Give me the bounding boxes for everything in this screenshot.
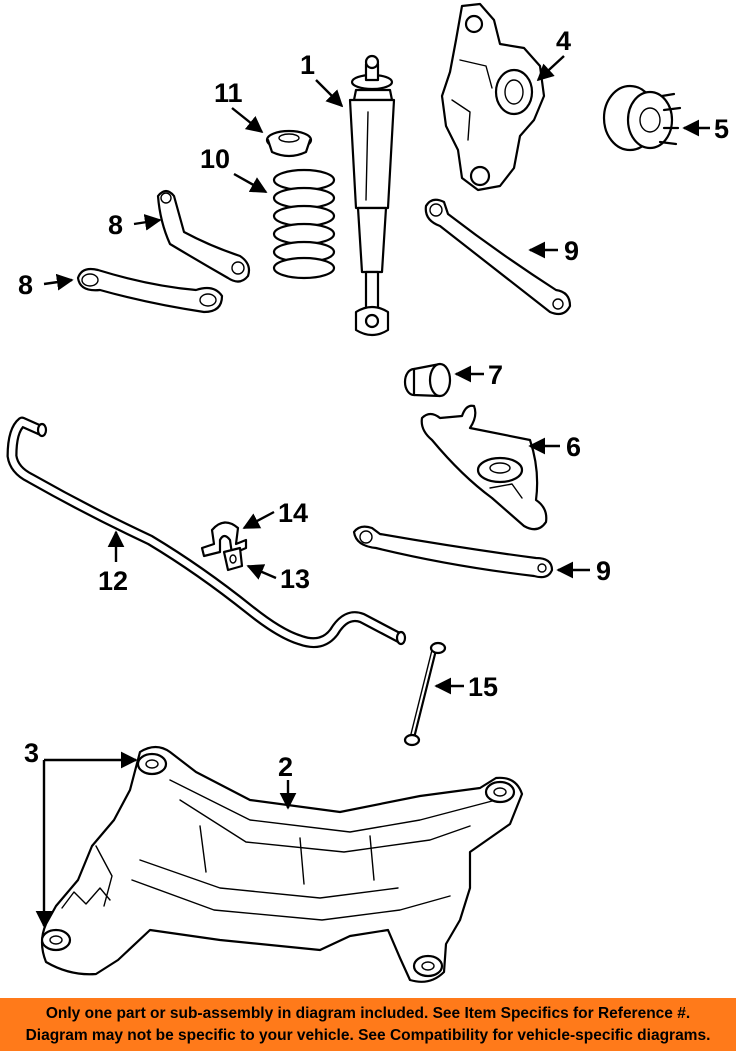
callout-2: 2	[278, 752, 293, 782]
lower-control-arm	[420, 404, 548, 531]
disclaimer-line-2: Diagram may not be specific to your vehi…	[25, 1026, 711, 1044]
suspension-parts-diagram: 1 2 3 4 5 6 7 8 8 9 9 10 11 12 13 14 15	[6, 2, 729, 983]
callout-9-lower: 9	[596, 556, 611, 586]
callout-14: 14	[278, 498, 308, 528]
leader-lines	[35, 55, 710, 928]
spring-seat	[265, 129, 313, 158]
callout-8-upper: 8	[108, 210, 123, 240]
disclaimer-banner: Only one part or sub-assembly in diagram…	[0, 998, 736, 1051]
knuckle	[440, 2, 546, 192]
stabilizer-bushing	[222, 546, 244, 572]
stabilizer-bracket	[200, 521, 248, 558]
callout-12: 12	[98, 566, 128, 596]
callout-10: 10	[200, 144, 230, 174]
trailing-link-upper	[424, 198, 572, 316]
callout-3: 3	[24, 738, 39, 768]
upper-control-arm	[156, 189, 251, 283]
bushing	[403, 362, 452, 398]
shock-absorber	[348, 54, 396, 337]
callout-4: 4	[556, 26, 571, 56]
callout-1: 1	[300, 50, 315, 80]
trailing-link-lower	[352, 525, 554, 579]
stabilizer-bar	[6, 416, 407, 649]
callout-6: 6	[566, 432, 581, 462]
hub-bearing	[602, 84, 682, 152]
disclaimer-line-1: Only one part or sub-assembly in diagram…	[45, 1004, 691, 1022]
callout-7: 7	[488, 360, 503, 390]
callout-9-upper: 9	[564, 236, 579, 266]
callout-15: 15	[468, 672, 498, 702]
coil-spring	[272, 168, 336, 280]
callout-13: 13	[280, 564, 310, 594]
callout-5: 5	[714, 114, 729, 144]
callout-11: 11	[214, 78, 243, 108]
crossmember-subframe	[40, 745, 524, 983]
callout-8-lower: 8	[18, 270, 33, 300]
stabilizer-link	[403, 641, 447, 747]
lower-link	[76, 267, 224, 314]
